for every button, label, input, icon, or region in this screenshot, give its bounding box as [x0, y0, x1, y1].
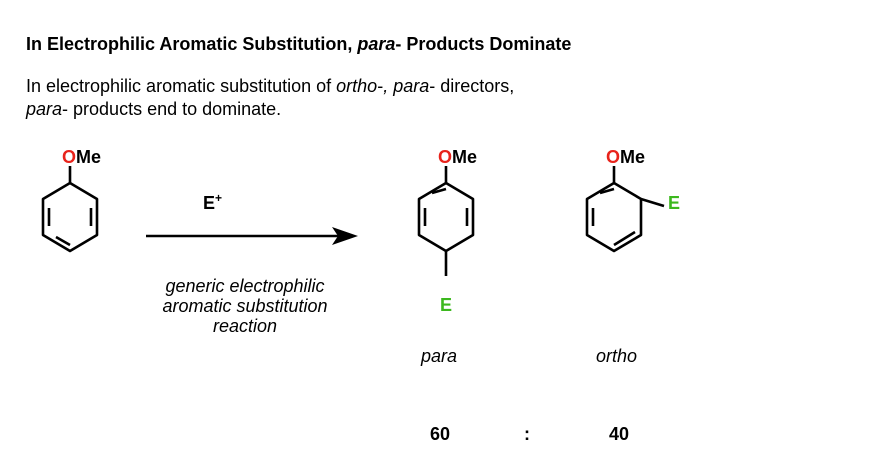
conditions-line-1: generic electrophilic	[165, 276, 325, 296]
intro-line1-d: , para	[383, 76, 430, 96]
title-rest: - Products Dominate	[395, 34, 572, 54]
title-italic: para	[357, 34, 396, 54]
anisole-o: O	[62, 147, 77, 167]
page-title: In Electrophilic Aromatic Substitution, …	[26, 34, 571, 55]
anisole-hexagon	[41, 181, 99, 253]
ratio-separator: :	[524, 424, 530, 444]
ortho-e-bond	[640, 197, 665, 208]
para-o: O	[438, 147, 453, 167]
electrophile-reagent: E+	[203, 191, 222, 214]
ortho-double-bond-3	[599, 187, 615, 195]
intro-line-2: para- products end to dominate.	[26, 98, 514, 121]
para-label: para	[421, 346, 458, 366]
anisole-me: Me	[76, 147, 102, 167]
ortho-product-ring	[585, 166, 665, 253]
para-double-bond-3	[431, 187, 447, 195]
para-e-label: E	[440, 295, 453, 315]
intro-line1-b: ortho	[336, 76, 378, 96]
para-ome-label: OMe	[438, 147, 477, 168]
reaction-conditions: generic electrophilic aromatic substitut…	[120, 276, 370, 336]
conditions-line-3: reaction	[212, 316, 278, 336]
ortho-me: Me	[620, 147, 646, 167]
para-hexagon	[417, 181, 475, 253]
title-main: In Electrophilic Aromatic Substitution,	[26, 34, 358, 54]
intro-line1-c: -	[377, 76, 384, 96]
anisole-ring	[41, 166, 99, 253]
para-ratio: 60	[430, 424, 451, 444]
reagent-e: E	[203, 193, 216, 213]
ortho-o: O	[606, 147, 621, 167]
intro-line1-e: - directors,	[429, 76, 515, 96]
intro-line2-b: - products end to dominate.	[62, 99, 282, 119]
ortho-ratio: 40	[609, 424, 630, 444]
anisole-double-bond-3	[55, 235, 71, 247]
para-product-ring	[417, 166, 475, 276]
intro-text: In electrophilic aromatic substitution o…	[26, 75, 514, 121]
reagent-charge: +	[215, 191, 223, 205]
ortho-ome-label: OMe	[606, 147, 645, 168]
para-me: Me	[452, 147, 478, 167]
reaction-arrow	[146, 227, 358, 245]
intro-line1-a: In electrophilic aromatic substitution o…	[26, 76, 337, 96]
ortho-e-label: E	[668, 193, 681, 213]
intro-line2-a: para	[26, 99, 63, 119]
ortho-label: ortho	[596, 346, 638, 366]
ortho-hexagon	[585, 181, 643, 253]
ortho-double-bond-2	[613, 230, 636, 247]
conditions-line-2: aromatic substitution	[162, 296, 328, 316]
anisole-ome-label: OMe	[62, 147, 101, 168]
intro-line-1: In electrophilic aromatic substitution o…	[26, 75, 514, 98]
